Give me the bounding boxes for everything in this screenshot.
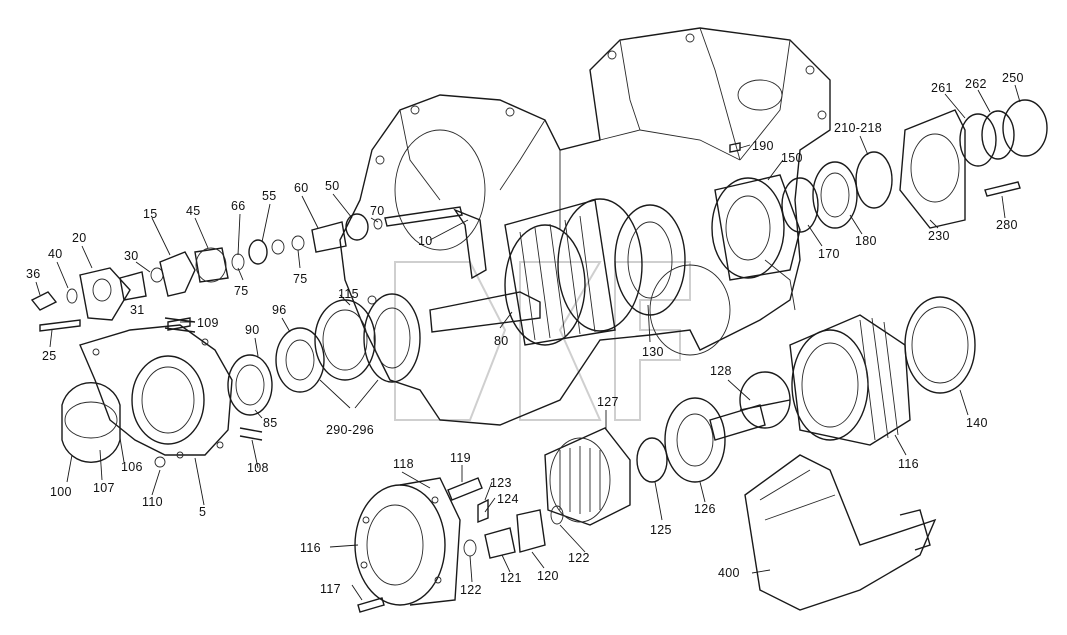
label-part-250: 250 [1002,71,1024,85]
label-part-106: 106 [121,460,143,474]
label-part-70: 70 [370,204,385,218]
shift-cylinder-parts [30,206,487,332]
label-part-400: 400 [718,566,740,580]
label-part-108: 108 [247,461,269,475]
label-part-261: 261 [931,81,953,95]
label-part-190: 190 [752,139,774,153]
label-part-121: 121 [500,571,522,585]
label-part-90: 90 [245,323,260,337]
leader-lines [35,84,1021,601]
label-part-123: 123 [490,476,512,490]
label-part-60: 60 [294,181,309,195]
label-part-122a: 122 [460,583,482,597]
label-part-75a: 75 [234,284,249,298]
label-part-126: 126 [694,502,716,516]
label-part-20: 20 [72,231,87,245]
label-part-128: 128 [710,364,732,378]
label-part-140: 140 [966,416,988,430]
label-part-50: 50 [325,179,340,193]
label-part-66: 66 [231,199,246,213]
label-part-125: 125 [650,523,672,537]
label-part-117: 117 [320,582,341,596]
label-part-150: 150 [781,151,803,165]
label-part-25: 25 [42,349,57,363]
label-part-122b: 122 [568,551,590,565]
label-part-262: 262 [965,77,987,91]
label-part-280: 280 [996,218,1018,232]
label-part-80: 80 [494,334,509,348]
main-shaft-assembly [314,99,1048,383]
rear-cover-assembly [61,317,325,468]
label-part-290-296: 290-296 [326,423,374,437]
guard-plate [744,454,937,611]
label-part-75b: 75 [293,272,308,286]
label-part-30: 30 [124,249,139,263]
label-part-180: 180 [855,234,877,248]
label-part-15: 15 [143,207,158,221]
label-part-110: 110 [142,495,163,509]
label-part-36: 36 [26,267,41,281]
label-part-85: 85 [263,416,278,430]
label-part-96: 96 [272,303,287,317]
label-part-127: 127 [597,395,619,409]
label-part-10: 10 [418,234,433,248]
label-part-109: 109 [197,316,219,330]
ring-gear-assembly [544,296,976,526]
label-part-120: 120 [537,569,559,583]
label-part-40: 40 [48,247,63,261]
label-part-170: 170 [818,247,840,261]
label-part-118: 118 [393,457,414,471]
planet-carrier-assembly [354,477,564,613]
label-part-115: 115 [338,287,359,301]
label-part-31: 31 [130,303,145,317]
label-part-210-218: 210-218 [834,121,882,135]
part-number-labels: 36 40 20 30 31 15 45 66 55 60 50 70 10 7… [26,71,1024,597]
label-part-45: 45 [186,204,201,218]
label-part-124: 124 [497,492,519,506]
label-part-119: 119 [450,451,471,465]
label-part-116b: 116 [300,541,321,555]
label-part-107: 107 [93,481,115,495]
label-part-5: 5 [199,505,206,519]
watermark-logo [394,261,691,421]
label-part-116a: 116 [898,457,919,471]
label-part-230: 230 [928,229,950,243]
label-part-100: 100 [50,485,72,499]
label-part-55: 55 [262,189,277,203]
label-part-130: 130 [642,345,664,359]
